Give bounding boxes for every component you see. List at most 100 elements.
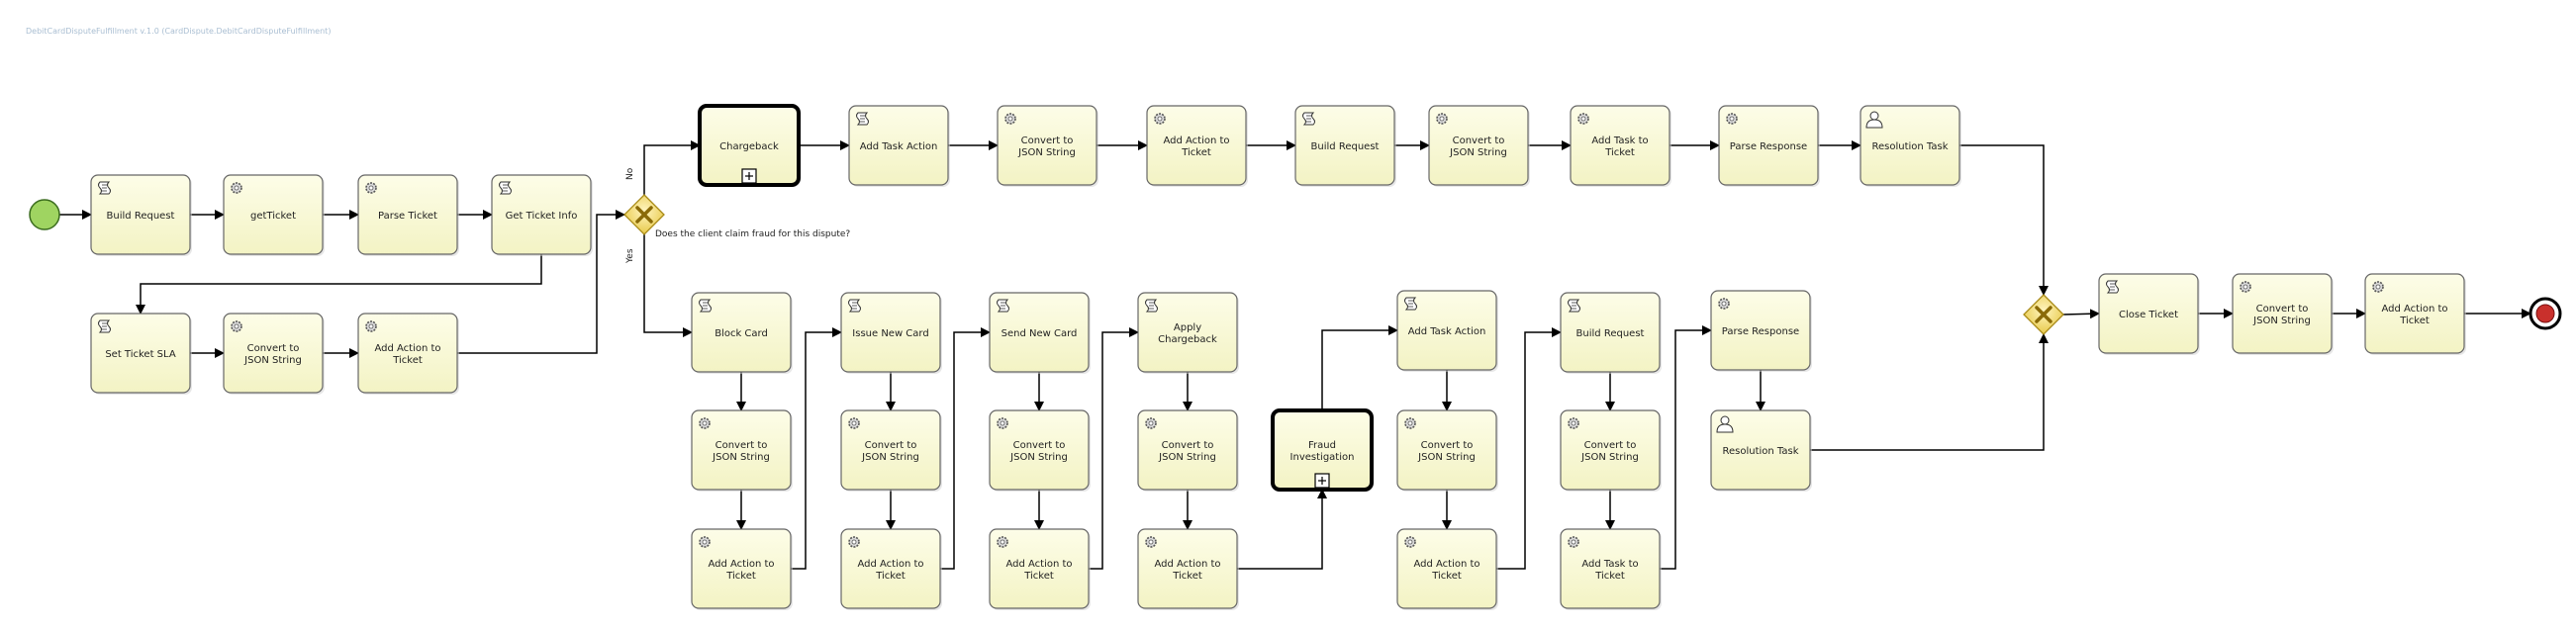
task-label: Ticket: [725, 571, 756, 582]
gear-icon: [1145, 417, 1157, 429]
gear-icon: [2240, 281, 2251, 293]
gear-icon: [699, 536, 711, 548]
user-icon: [1865, 111, 1883, 129]
script-icon: [1145, 299, 1158, 313]
task-t17[interactable]: Block Card: [691, 292, 793, 374]
task-t4[interactable]: Get Ticket Info: [491, 174, 593, 256]
task-t5[interactable]: Set Ticket SLA: [90, 313, 192, 395]
gear-icon: [1404, 536, 1416, 548]
sequence-flow: [1089, 327, 1139, 570]
sequence-flow: [1496, 327, 1562, 570]
script-icon: [98, 319, 111, 333]
script-icon: [856, 112, 869, 126]
task-label: Build Request: [107, 211, 175, 222]
task-label: Investigation: [1290, 452, 1355, 463]
start-event[interactable]: [29, 199, 60, 230]
expand-icon: [741, 168, 757, 184]
task-label: Ticket: [1594, 571, 1625, 582]
task-t38[interactable]: Close Ticket: [2098, 273, 2200, 355]
task-label: Add Action to: [1413, 559, 1479, 570]
end-event[interactable]: [2528, 297, 2562, 330]
task-t33[interactable]: Build Request: [1560, 292, 1662, 374]
task-label: JSON String: [1009, 452, 1068, 463]
task-label: Parse Response: [1722, 326, 1799, 337]
task-t16[interactable]: Resolution Task: [1860, 105, 1961, 187]
sequence-flow: [1810, 333, 2049, 451]
task-label: Convert to: [1013, 440, 1066, 451]
task-label: Resolution Task: [1871, 141, 1948, 152]
task-t2[interactable]: getTicket: [223, 174, 325, 256]
user-icon: [1716, 415, 1734, 433]
sequence-flow: [136, 254, 542, 315]
gear-icon: [1436, 113, 1448, 125]
gateway-question-label: Does the client claim fraud for this dis…: [655, 229, 850, 239]
task-t23[interactable]: Send New Card: [989, 292, 1091, 374]
task-label: Build Request: [1576, 328, 1645, 339]
task-label: Ticket: [1604, 147, 1635, 158]
task-label: Chargeback: [1158, 334, 1217, 345]
subprocess-t8[interactable]: Chargeback: [698, 104, 801, 187]
task-label: Add Task Action: [860, 141, 938, 152]
task-t15[interactable]: Parse Response: [1718, 105, 1820, 187]
flow-nodes: Build Request getTicket Parse Ticket Get Ti…: [29, 104, 2562, 610]
task-label: Chargeback: [719, 141, 779, 152]
task-t36[interactable]: Parse Response: [1710, 290, 1812, 372]
gear-icon: [1404, 417, 1416, 429]
task-label: Add Action to: [1005, 559, 1072, 570]
gear-icon: [699, 417, 711, 429]
script-icon: [997, 299, 1009, 313]
task-t3[interactable]: Parse Ticket: [357, 174, 459, 256]
sequence-flow: [1660, 325, 1712, 570]
gear-icon: [1568, 417, 1579, 429]
task-label: Convert to: [1021, 135, 1074, 146]
script-icon: [848, 299, 861, 313]
task-t12[interactable]: Build Request: [1294, 105, 1396, 187]
task-t37[interactable]: Resolution Task: [1710, 409, 1812, 492]
gear-icon: [997, 536, 1008, 548]
task-t1[interactable]: Build Request: [90, 174, 192, 256]
task-label: Add Action to: [2381, 304, 2447, 315]
task-label: Add Action to: [708, 559, 774, 570]
task-label: Ticket: [2399, 316, 2430, 326]
task-label: Ticket: [1181, 147, 1211, 158]
task-label: Convert to: [1453, 135, 1505, 146]
task-label: Ticket: [1023, 571, 1054, 582]
task-t9[interactable]: Add Task Action: [848, 105, 950, 187]
sequence-flow: [1237, 489, 1327, 570]
task-t20[interactable]: Issue New Card: [840, 292, 942, 374]
gear-icon: [1577, 113, 1589, 125]
task-label: getTicket: [250, 211, 296, 222]
diagram-title: DebitCardDisputeFulfillment v.1.0 (CardD…: [26, 27, 332, 36]
task-label: JSON String: [1580, 452, 1639, 463]
gear-icon: [1145, 536, 1157, 548]
script-icon: [1404, 297, 1417, 311]
task-t30[interactable]: Add Task Action: [1396, 290, 1498, 372]
script-icon: [2106, 280, 2119, 294]
exclusive-gateway-fraud[interactable]: [623, 194, 665, 235]
merge-gateway[interactable]: [2023, 294, 2064, 335]
task-label: Convert to: [1162, 440, 1214, 451]
task-label: Convert to: [247, 343, 300, 354]
